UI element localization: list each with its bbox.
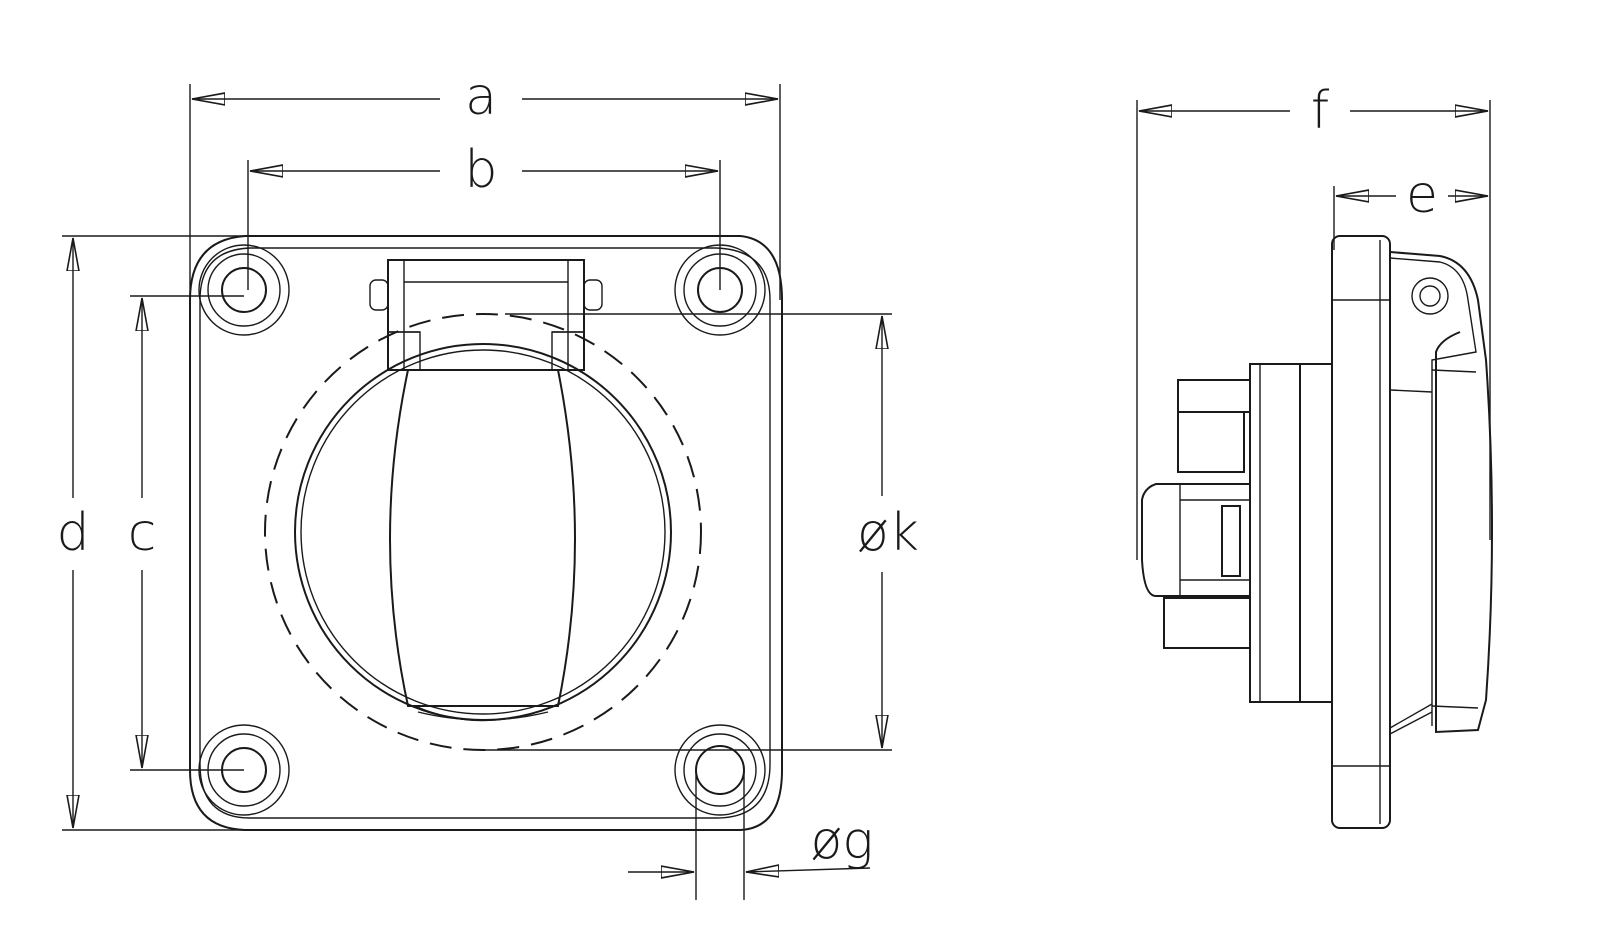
front-view bbox=[62, 84, 892, 900]
label-f: f bbox=[1311, 81, 1330, 141]
side-flange bbox=[1331, 235, 1391, 829]
side-rear-body bbox=[1141, 363, 1333, 703]
cutout-dashed-circle bbox=[264, 313, 702, 751]
socket-inner-ring bbox=[300, 349, 666, 715]
side-hinge-pin bbox=[1411, 277, 1449, 315]
side-lid-profile bbox=[1389, 251, 1493, 735]
side-view bbox=[1136, 100, 1493, 829]
label-b: b bbox=[464, 140, 497, 200]
mounting-hole-bottom-right bbox=[674, 724, 766, 816]
mounting-hole-top-left bbox=[198, 244, 290, 336]
label-k: øk bbox=[857, 503, 919, 563]
lid-hinge bbox=[369, 259, 603, 371]
label-c: c bbox=[128, 503, 157, 563]
dim-g-right bbox=[746, 868, 871, 872]
label-e: e bbox=[1406, 165, 1438, 225]
front-plate-inner bbox=[199, 247, 771, 819]
label-g: øg bbox=[810, 811, 873, 871]
label-a: a bbox=[465, 67, 497, 127]
lid-cover bbox=[389, 369, 576, 722]
socket-outer-ring bbox=[294, 343, 672, 721]
label-d: d bbox=[56, 503, 89, 563]
